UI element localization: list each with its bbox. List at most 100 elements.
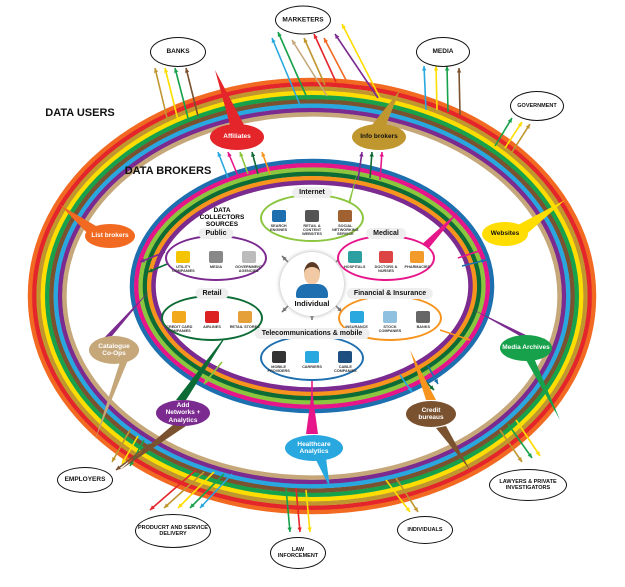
user-individuals: INDIVIDUALS (397, 516, 453, 544)
arrow-head-icon (359, 152, 364, 157)
collector-title: Financial & Insurance (346, 288, 434, 299)
data-flow-arrow (174, 67, 189, 119)
collector-item-label: PHARMACIES (404, 265, 431, 269)
data-flow-arrow (177, 471, 215, 509)
arrow-head-icon (239, 152, 244, 157)
broker-affiliates: Affiliates (210, 124, 264, 150)
broker-pointer (436, 426, 470, 470)
collector-item-label: HOSPITALS (343, 265, 366, 269)
collector-item-label: RETAIL STORES (229, 325, 260, 329)
collector-item: STOCK COMPANIES (373, 311, 406, 333)
arrow-head-icon (287, 527, 292, 532)
data-flow-arrow (395, 477, 419, 513)
collector-item-label: CABLE COMPANIES (333, 365, 357, 374)
collector-title: Medical (366, 228, 406, 239)
arrow-head-icon (527, 453, 532, 458)
arrow-head-icon (178, 503, 183, 508)
collector-item: CABLE COMPANIES (329, 351, 362, 373)
data-flow-arrow (121, 435, 139, 465)
outer-ring-band (27, 77, 597, 515)
arrow-head-icon (174, 68, 179, 73)
data-flow-arrow (189, 473, 225, 509)
broker-pointer (420, 210, 460, 254)
collector-item-label: CREDIT CARD COMPANIES (166, 325, 193, 334)
collector-item-icon (410, 251, 425, 263)
broker-pointer (176, 330, 230, 400)
collector-item-icon (176, 251, 191, 263)
arrow-head-icon (122, 459, 127, 464)
data-flow-arrow (295, 487, 301, 533)
heading-data-users: DATA USERS (45, 107, 115, 120)
outer-ring-band (49, 99, 575, 493)
arrow-head-icon (297, 527, 302, 532)
arrow-head-icon (204, 379, 209, 384)
broker-credit-bureaus: Credit bureaus (406, 401, 456, 427)
broker-pointer (104, 290, 150, 338)
collector-item-icon (271, 210, 286, 222)
arrow-head-icon (153, 68, 159, 73)
collector-item-label: MOBILE PROVIDERS (267, 365, 290, 374)
collector-item-label: GOVERNMENT AGENCIES (235, 265, 263, 274)
data-flow-arrow (323, 37, 347, 81)
data-flow-arrow (271, 37, 301, 106)
collector-item: HOSPITALS (339, 251, 370, 273)
arrow-head-icon (164, 503, 169, 508)
broker-add-networks: Add Networks + Analytics (156, 400, 210, 426)
collector-item-label: UTILITY COMPANIES (171, 265, 195, 274)
arrow-head-icon (303, 38, 308, 43)
data-flow-arrow (164, 67, 179, 121)
collector-item-icon (349, 311, 364, 323)
broker-media-archives: Media Archives (500, 335, 552, 361)
arrow-head-icon (335, 34, 340, 39)
collector-item-icon (382, 311, 397, 323)
data-flow-arrow (277, 31, 309, 101)
data-flow-arrow (199, 473, 233, 509)
collector-item-icon (338, 210, 353, 222)
collector-item: BANKS (407, 311, 440, 333)
collector-item: CARRIERS (295, 351, 328, 373)
collector-item: SEARCH ENGINES (262, 210, 295, 237)
collector-item-label: MEDIA (209, 265, 223, 269)
collector-item-icon (209, 251, 223, 263)
outer-ring-band (32, 82, 592, 510)
arrow-head-icon (324, 38, 329, 43)
collector-item: AIRLINES (196, 311, 229, 333)
broker-pointer (120, 424, 186, 470)
arrow-head-icon (190, 503, 195, 508)
collector-title: Public (198, 228, 234, 239)
data-flow-arrow (303, 37, 326, 86)
collector-item-label: AIRLINES (203, 325, 221, 329)
broker-pointer (306, 390, 318, 434)
collector-item-label: STOCK COMPANIES (378, 325, 402, 334)
user-media: MEDIA (416, 37, 470, 67)
arrow-head-icon (535, 451, 540, 456)
arrow-head-icon (313, 34, 318, 39)
collector-item: RETAIL & CONTENT WEBSITES (295, 210, 328, 237)
data-flow-arrow (379, 151, 383, 181)
data-flow-arrow (385, 479, 411, 513)
arrow-head-icon (429, 385, 434, 390)
arrow-head-icon (184, 68, 190, 73)
data-flow-arrow (439, 329, 471, 341)
arrow-head-icon (292, 40, 297, 45)
data-flow-arrow (499, 429, 523, 463)
outer-ring-band (57, 107, 567, 485)
collector-item: INSURANCE (340, 311, 373, 333)
collector-title: Telecommunications & mobile (254, 328, 370, 339)
arrow-head-icon (379, 152, 384, 157)
arrow-head-icon (282, 256, 287, 261)
arrow-head-icon (261, 152, 266, 157)
data-flow-arrow (291, 39, 328, 97)
collector-item-icon (271, 351, 286, 363)
person-body-icon (296, 284, 328, 298)
arrow-head-icon (150, 505, 155, 510)
data-flow-arrow (446, 65, 449, 113)
broker-pointer (95, 360, 128, 440)
individual-node: Individual (280, 252, 344, 316)
arrow-head-icon (405, 507, 410, 512)
arrow-head-icon (271, 38, 276, 43)
broker-pointer (316, 458, 330, 488)
